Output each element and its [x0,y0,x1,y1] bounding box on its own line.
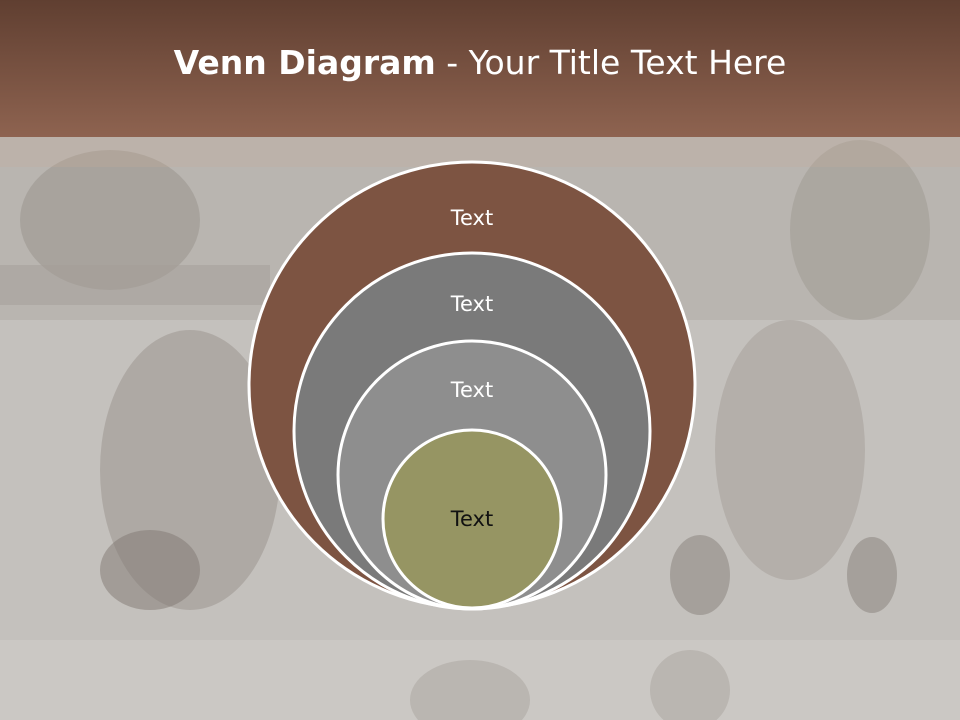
title-bar: Venn Diagram - Your Title Text Here [0,0,960,137]
venn-label-outer: Text [450,206,493,230]
venn-label-inner: Text [450,507,493,531]
venn-label-second: Text [450,292,493,316]
title-bold: Venn Diagram [173,43,436,82]
slide-title: Venn Diagram - Your Title Text Here [174,46,787,79]
venn-label-third: Text [450,378,493,402]
venn-circle-inner[interactable] [381,428,563,610]
title-rest: - Your Title Text Here [435,43,787,82]
